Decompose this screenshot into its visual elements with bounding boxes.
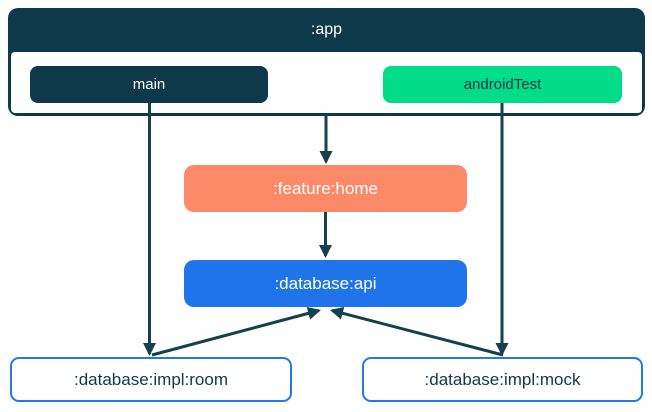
node-database-api: :database:api	[184, 260, 467, 307]
node-app: :app main androidTest	[8, 8, 645, 116]
node-app-body: main androidTest	[11, 52, 642, 113]
node-main: main	[30, 66, 268, 103]
edge-impl-mock-to-database-api	[330, 306, 504, 357]
node-database-impl-room: :database:impl:room	[10, 357, 292, 402]
node-app-label: :app	[310, 21, 343, 38]
node-database-impl-mock: :database:impl:mock	[362, 357, 643, 402]
node-feature-home: :feature:home	[184, 165, 467, 212]
node-androidtest: androidTest	[383, 66, 622, 103]
edge-impl-room-to-database-api	[151, 307, 321, 357]
